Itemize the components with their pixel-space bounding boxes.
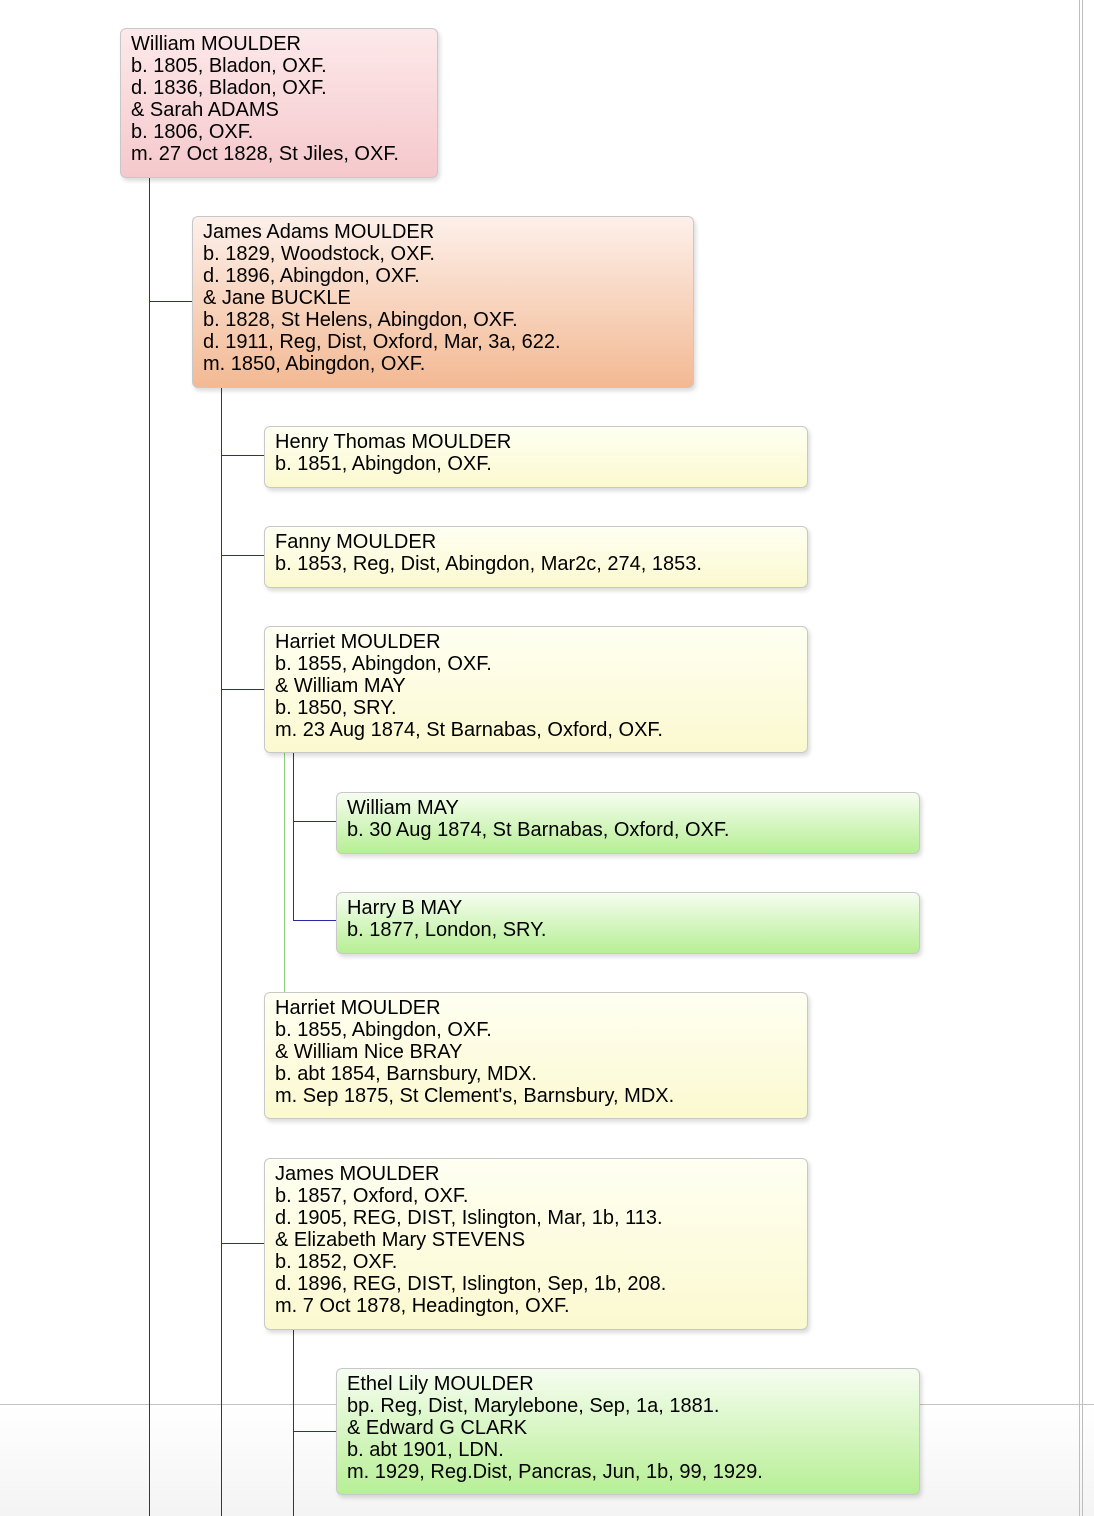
person-detail-line: b. 1853, Reg, Dist, Abingdon, Mar2c, 274… xyxy=(275,553,702,575)
person-detail-line: b. 1877, London, SRY. xyxy=(347,919,547,941)
person-detail-line: b. 1828, St Helens, Abingdon, OXF. xyxy=(203,309,518,331)
person-name: James MOULDER xyxy=(275,1163,440,1185)
page-border-right xyxy=(1079,0,1083,1516)
person-detail-line: d. 1896, Abingdon, OXF. xyxy=(203,265,420,287)
person-detail-line: m. 7 Oct 1878, Headington, OXF. xyxy=(275,1295,570,1317)
person-detail-line: b. 1851, Abingdon, OXF. xyxy=(275,453,492,475)
person-name: Harriet MOULDER xyxy=(275,997,441,1019)
person-detail-line: d. 1905, REG, DIST, Islington, Mar, 1b, … xyxy=(275,1207,663,1229)
person-detail-line: & Jane BUCKLE xyxy=(203,287,351,309)
connector-ethel-branch xyxy=(293,1431,336,1432)
person-detail-line: & Elizabeth Mary STEVENS xyxy=(275,1229,526,1251)
person-detail-line: m. 1850, Abingdon, OXF. xyxy=(203,353,426,375)
connector-gen1-trunk xyxy=(221,387,222,1516)
connector-harriet-branch xyxy=(221,689,264,690)
connector-james-branch xyxy=(221,1243,264,1244)
person-detail-line: m. 27 Oct 1828, St Jiles, OXF. xyxy=(131,143,399,165)
person-detail-line: b. 1855, Abingdon, OXF. xyxy=(275,1019,492,1041)
person-name: William MAY xyxy=(347,797,459,819)
person-detail-line: & William MAY xyxy=(275,675,406,697)
person-name: Ethel Lily MOULDER xyxy=(347,1373,534,1395)
person-name: Fanny MOULDER xyxy=(275,531,437,553)
connector-william-may-branch xyxy=(293,821,336,822)
person-detail-line: b. 1850, SRY. xyxy=(275,697,397,719)
person-detail-line: & Edward G CLARK xyxy=(347,1417,528,1439)
person-detail-line: b. abt 1901, LDN. xyxy=(347,1439,504,1461)
person-name: James Adams MOULDER xyxy=(203,221,435,243)
connector-gen0-branch xyxy=(149,301,192,302)
person-detail-line: bp. Reg, Dist, Marylebone, Sep, 1a, 1881… xyxy=(347,1395,720,1417)
person-detail-line: m. 23 Aug 1874, St Barnabas, Oxford, OXF… xyxy=(275,719,663,741)
person-detail-line: b. 1829, Woodstock, OXF. xyxy=(203,243,435,265)
person-detail-line: & Sarah ADAMS xyxy=(131,99,279,121)
person-detail-line: b. 1806, OXF. xyxy=(131,121,254,143)
person-detail-line: m. Sep 1875, St Clement's, Barnsbury, MD… xyxy=(275,1085,675,1107)
connector-henry-branch xyxy=(221,455,264,456)
connector-harriet-second-marriage xyxy=(284,752,285,992)
person-detail-line: b. 1855, Abingdon, OXF. xyxy=(275,653,492,675)
person-detail-line: m. 1929, Reg.Dist, Pancras, Jun, 1b, 99,… xyxy=(347,1461,763,1483)
person-name: Harriet MOULDER xyxy=(275,631,441,653)
connector-harriet-children-trunk xyxy=(293,752,294,921)
person-detail-line: b. 30 Aug 1874, St Barnabas, Oxford, OXF… xyxy=(347,819,730,841)
connector-gen0-trunk xyxy=(149,177,150,1516)
person-detail-line: d. 1911, Reg, Dist, Oxford, Mar, 3a, 622… xyxy=(203,331,561,353)
person-detail-line: & William Nice BRAY xyxy=(275,1041,463,1063)
person-name: Henry Thomas MOULDER xyxy=(275,431,512,453)
person-detail-line: b. 1805, Bladon, OXF. xyxy=(131,55,327,77)
person-detail-line: b. abt 1854, Barnsbury, MDX. xyxy=(275,1063,537,1085)
person-name: Harry B MAY xyxy=(347,897,463,919)
person-detail-line: d. 1836, Bladon, OXF. xyxy=(131,77,327,99)
person-detail-line: b. 1852, OXF. xyxy=(275,1251,398,1273)
connector-fanny-branch xyxy=(221,555,264,556)
person-detail-line: b. 1857, Oxford, OXF. xyxy=(275,1185,469,1207)
person-detail-line: d. 1896, REG, DIST, Islington, Sep, 1b, … xyxy=(275,1273,667,1295)
connector-harry-may-branch xyxy=(293,920,336,921)
person-name: William MOULDER xyxy=(131,33,301,55)
connector-james-children-trunk xyxy=(293,1329,294,1516)
